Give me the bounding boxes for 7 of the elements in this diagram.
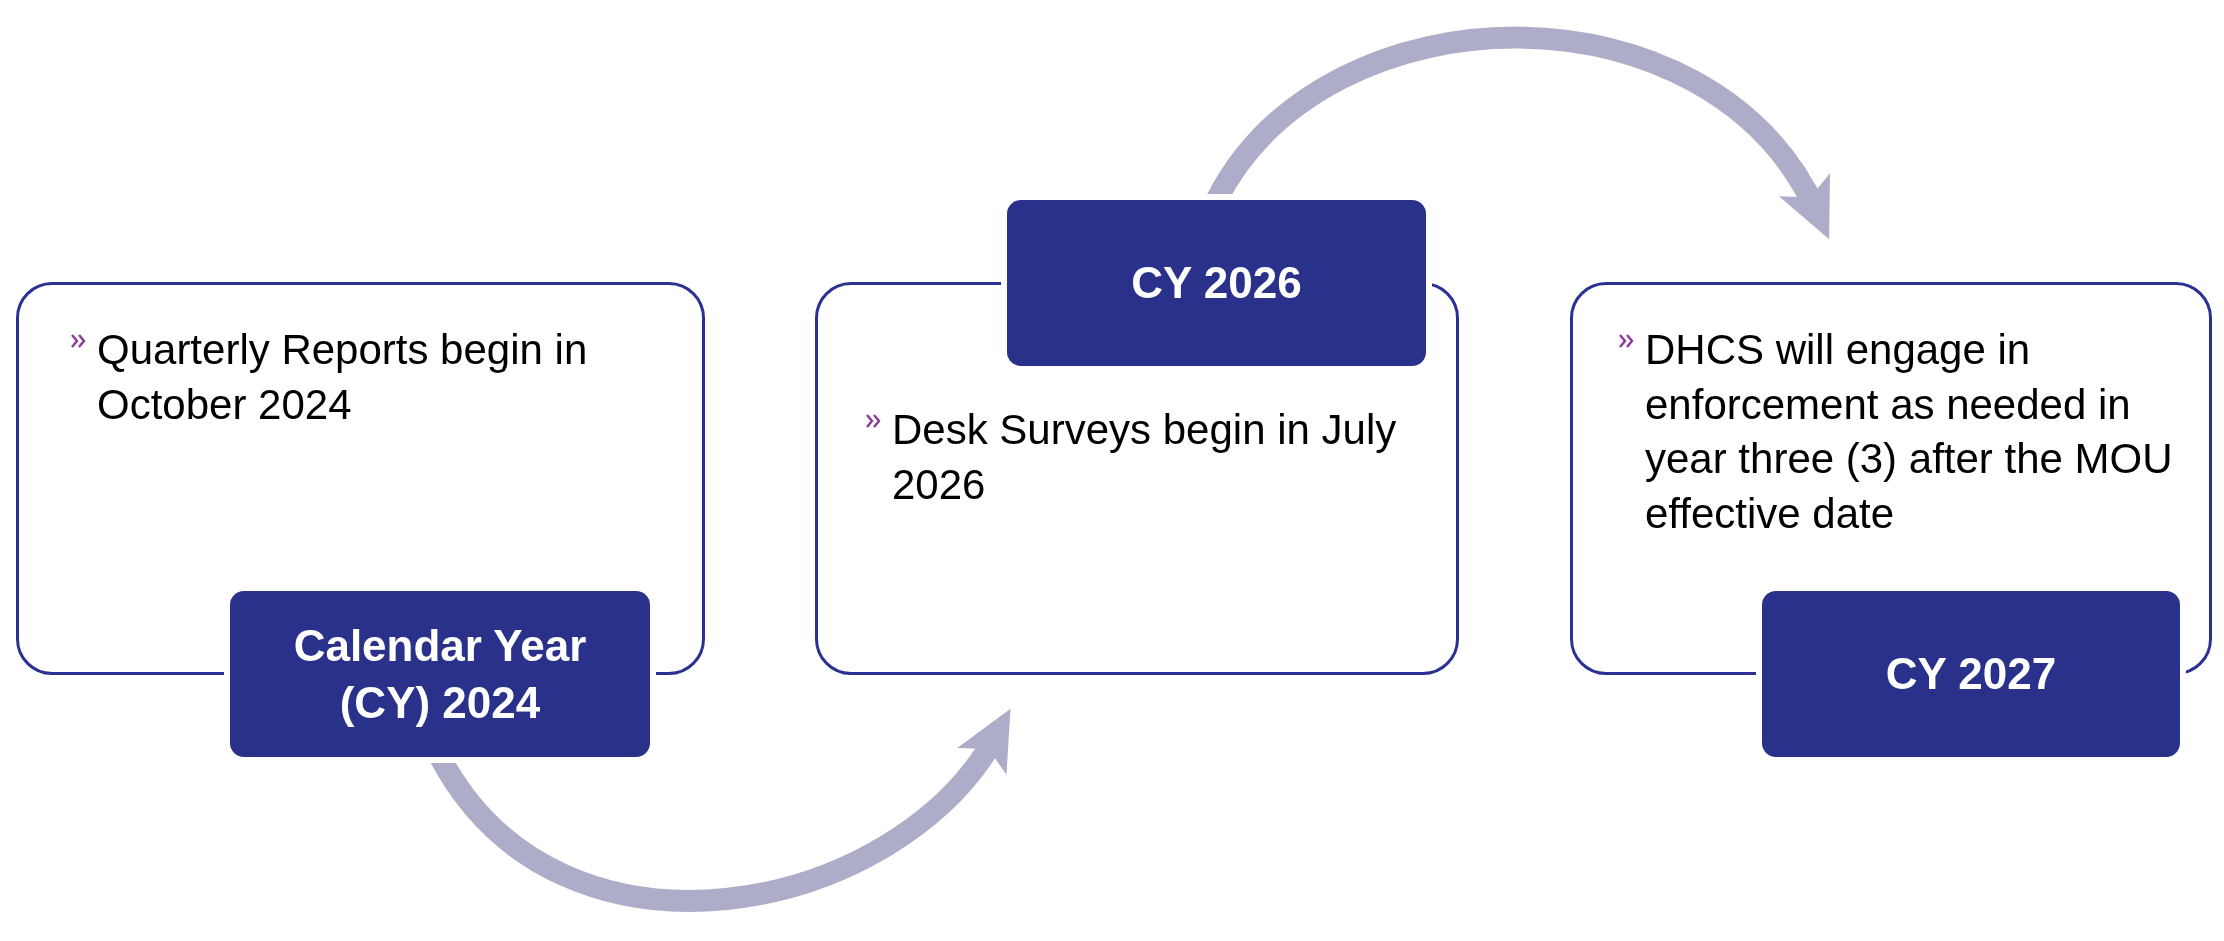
year-label: CY 2026 <box>1131 257 1302 310</box>
bullet-text: Quarterly Reports begin in October 2024 <box>97 325 589 430</box>
bullet-text: DHCS will engage in enforcement as needed in year three (3) after the MOU effective date <box>1645 325 2174 539</box>
bullet-text: Desk Surveys begin in July 2026 <box>892 405 1398 510</box>
year-label: Calendar Year (CY) 2024 <box>292 619 588 729</box>
curved-arrow <box>1207 26 1833 238</box>
year-label: CY 2027 <box>1885 648 2057 701</box>
